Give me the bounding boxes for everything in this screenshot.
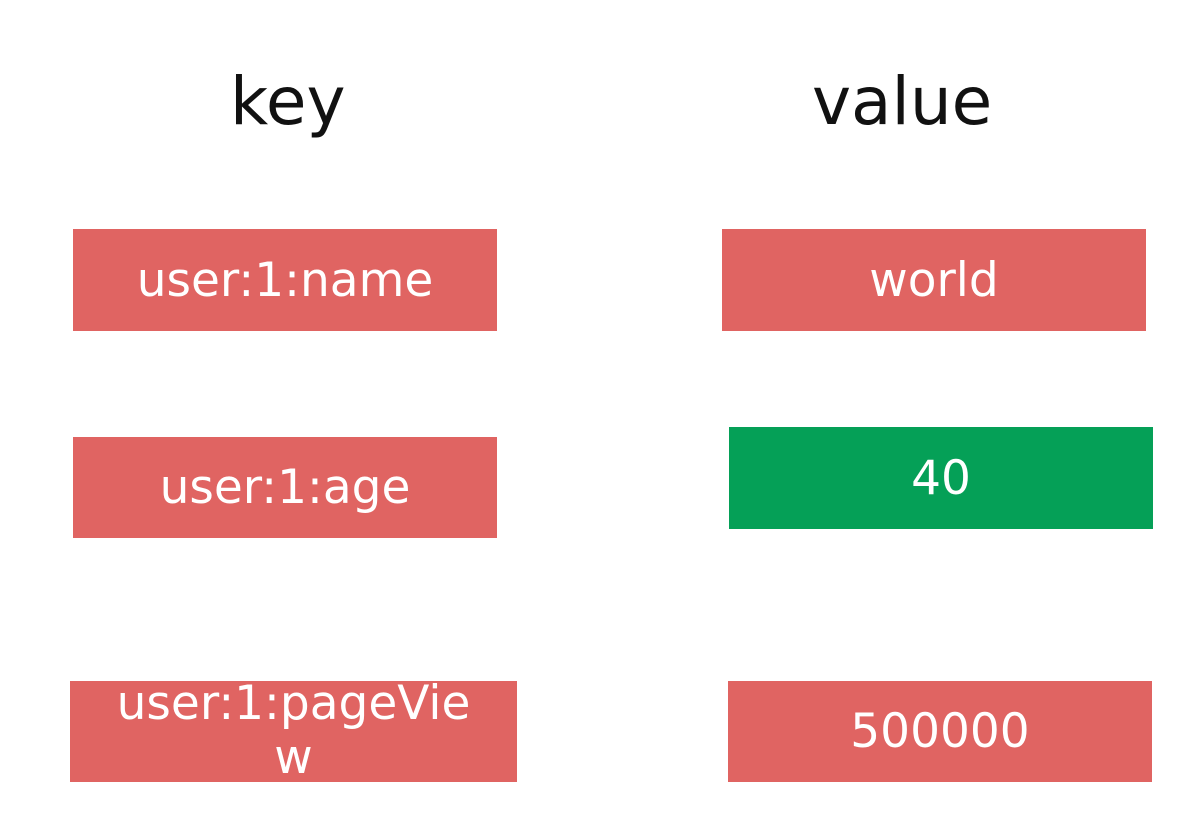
- key-label: user:1:age: [159, 460, 411, 515]
- key-box-name: user:1:name: [73, 229, 497, 331]
- key-label: user:1:pageView: [116, 681, 471, 782]
- key-box-pageview: user:1:pageView: [70, 681, 517, 782]
- key-column-heading: key: [230, 63, 346, 140]
- value-box-age: 40: [729, 427, 1153, 529]
- key-label: user:1:name: [136, 252, 434, 308]
- value-label: world: [869, 252, 999, 308]
- key-box-age: user:1:age: [73, 437, 497, 538]
- value-box-pageview: 500000: [728, 681, 1152, 782]
- value-box-name: world: [722, 229, 1146, 331]
- value-label: 500000: [850, 704, 1030, 759]
- value-column-heading: value: [812, 63, 993, 140]
- value-label: 40: [911, 450, 971, 506]
